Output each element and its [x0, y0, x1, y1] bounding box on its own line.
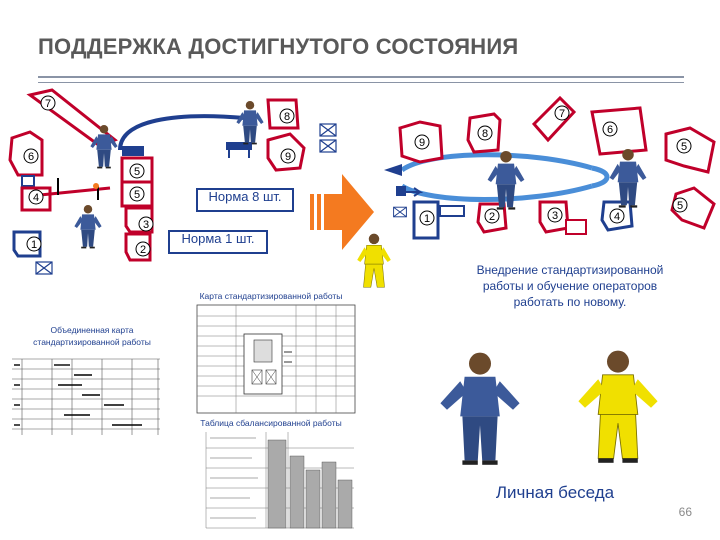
- title-divider: [38, 76, 684, 78]
- after-station-2: 2: [489, 211, 495, 223]
- after-station-9: 9: [419, 137, 425, 149]
- before-station-8: 8: [284, 111, 290, 123]
- title-divider-thin: [38, 82, 684, 83]
- before-station-7: 7: [45, 98, 51, 110]
- standard-map-caption: Карта стандартизированной работы: [199, 291, 343, 301]
- before-station-6: 6: [28, 151, 34, 163]
- conversation-label: Личная беседа: [495, 483, 615, 502]
- after-layout: 9 8 7 6 5 5 1 2 3 4: [384, 95, 716, 240]
- after-station-7: 7: [559, 108, 565, 120]
- after-station-4: 4: [614, 211, 620, 223]
- after-station-6: 6: [607, 124, 613, 136]
- page-number: 66: [678, 505, 692, 519]
- after-station-8: 8: [482, 128, 488, 140]
- balance-table-caption: Таблица сбалансированной работы: [200, 418, 342, 428]
- worker-yellow-large: [578, 350, 658, 463]
- worker-yellow-small: [357, 233, 391, 288]
- standard-map-document: [196, 304, 356, 414]
- after-station-5b: 5: [677, 200, 683, 212]
- page-title: ПОДДЕРЖКА ДОСТИГНУТОГО СОСТОЯНИЯ: [38, 34, 519, 59]
- before-station-5b: 5: [134, 189, 140, 201]
- before-layout: 7 6 4 1 5 5 3 2 8 9: [8, 88, 337, 275]
- norm-1-label: Норма 1 шт.: [168, 230, 268, 254]
- before-station-5a: 5: [134, 166, 140, 178]
- after-station-1: 1: [424, 213, 430, 225]
- worker-blue-large: [440, 352, 520, 465]
- before-station-4: 4: [33, 192, 39, 204]
- balance-table-document: [196, 430, 356, 530]
- after-station-3: 3: [552, 210, 558, 222]
- after-description: Внедрение стандартизированной работы и о…: [476, 263, 664, 309]
- combined-map-document: [12, 355, 160, 437]
- before-station-9: 9: [285, 151, 291, 163]
- before-station-1: 1: [31, 239, 37, 251]
- before-station-3: 3: [143, 219, 149, 231]
- process-arrow-icon: [310, 174, 374, 250]
- after-station-5a: 5: [681, 141, 687, 153]
- before-station-2: 2: [140, 244, 146, 256]
- norm-8-label: Норма 8 шт.: [196, 188, 294, 212]
- combined-map-caption: Объединенная карта стандартизированной р…: [33, 325, 151, 347]
